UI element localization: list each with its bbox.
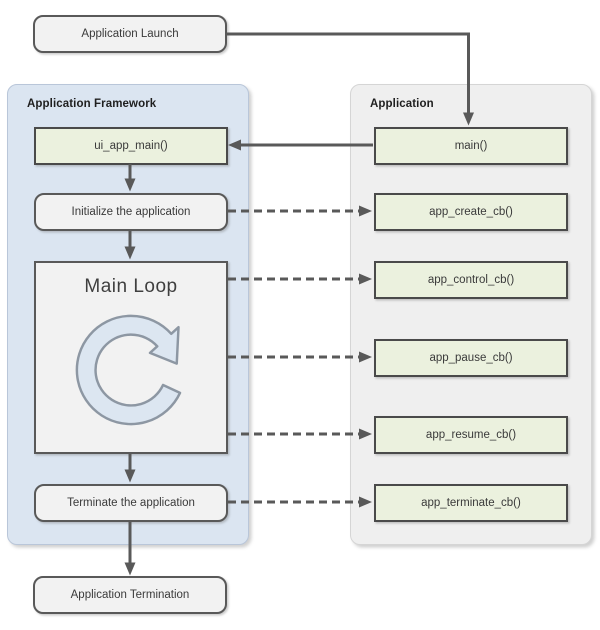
panel-application-framework: Application Framework ui_app_main() Init…	[7, 84, 249, 545]
node-terminate-application: Terminate the application	[34, 484, 228, 522]
node-application-launch: Application Launch	[33, 15, 227, 53]
main-loop-label: Main Loop	[84, 276, 178, 297]
panel-application: Application main() app_create_cb() app_c…	[350, 84, 592, 545]
node-app-terminate-cb: app_terminate_cb()	[374, 484, 568, 522]
node-app-pause-cb: app_pause_cb()	[374, 339, 568, 377]
circular-loop-arrow-icon	[75, 314, 182, 426]
panel-title-application: Application	[370, 98, 434, 110]
node-main: main()	[374, 127, 568, 165]
node-app-control-cb: app_control_cb()	[374, 261, 568, 299]
panel-title-application-framework: Application Framework	[27, 98, 157, 110]
node-main-loop: Main Loop	[34, 261, 228, 454]
node-ui-app-main: ui_app_main()	[34, 127, 228, 165]
node-initialize-application: Initialize the application	[34, 193, 228, 231]
node-app-resume-cb: app_resume_cb()	[374, 416, 568, 454]
node-application-termination: Application Termination	[33, 576, 227, 614]
node-app-create-cb: app_create_cb()	[374, 193, 568, 231]
